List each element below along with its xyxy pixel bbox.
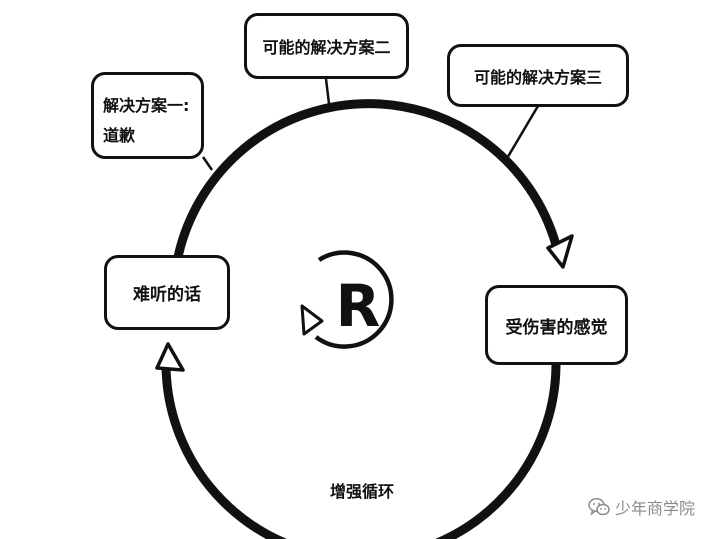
reinforcing-symbol: R [336, 272, 381, 340]
solution-three-connector [504, 105, 540, 161]
solution-one-line1: 解决方案一: [103, 96, 190, 115]
solution-three-label: 可能的解决方案三 [473, 67, 602, 87]
reinforcing-circle-arrow [314, 250, 394, 349]
wechat-icon [588, 497, 610, 516]
arrowhead-to-hard-words [155, 342, 185, 372]
solution-one-line2: 道歉 [103, 126, 136, 145]
solution-two-label: 可能的解决方案二 [262, 38, 391, 57]
upper-loop-arc [173, 99, 561, 258]
hurt-feelings-label: 受伤害的感觉 [505, 317, 608, 338]
hard-words-label: 难听的话 [133, 285, 201, 305]
solution-one-connector [201, 156, 214, 171]
solution-three-box: 可能的解决方案三 [447, 44, 629, 107]
watermark: 少年商学院 [588, 495, 695, 519]
lower-loop-arc [161, 361, 561, 539]
hard-words-box: 难听的话 [104, 255, 230, 330]
solution-one-box: 解决方案一: 道歉 [91, 72, 204, 159]
watermark-text: 少年商学院 [615, 499, 696, 518]
reinforcing-arrowhead [300, 304, 324, 336]
loop-label: 增强循环 [330, 482, 395, 501]
hurt-feelings-box: 受伤害的感觉 [485, 285, 628, 365]
solution-two-box: 可能的解决方案二 [244, 13, 409, 79]
arrowhead-to-hurt-feelings [546, 234, 574, 269]
